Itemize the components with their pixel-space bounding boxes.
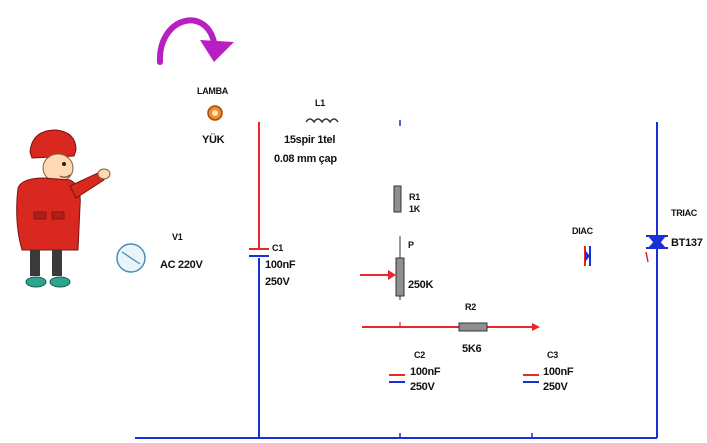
inductor-value2-label: 0.08 mm çap	[274, 153, 337, 165]
c3-value2-label: 250V	[543, 381, 568, 393]
pot-value-label: 250K	[408, 279, 434, 291]
r1-value-label: 1K	[409, 204, 420, 214]
wires	[135, 120, 658, 439]
r1-ref-label: R1	[409, 192, 420, 202]
c3-ref-label: C3	[547, 350, 558, 360]
c1-value2-label: 250V	[265, 276, 290, 288]
r2-resistor-symbol	[458, 322, 488, 332]
c3-capacitor-symbol	[523, 374, 539, 383]
c1-value1-label: 100nF	[265, 259, 296, 271]
lamp-ref-label: LAMBA	[197, 86, 228, 96]
triac-symbol	[645, 235, 668, 263]
inductor-symbol	[305, 118, 339, 124]
c1-ref-label: C1	[272, 243, 283, 253]
r2-value-label: 5K6	[462, 343, 482, 355]
potentiometer-symbol	[360, 236, 405, 300]
pot-ref-label: P	[408, 240, 414, 250]
diac-symbol	[584, 246, 591, 266]
lamp-symbol	[207, 105, 223, 121]
r1-resistor-symbol	[393, 185, 402, 213]
c1-capacitor-symbol	[249, 248, 269, 257]
c3-value1-label: 100nF	[543, 366, 574, 378]
curved-arrow-icon	[156, 17, 234, 65]
lamp-value-label: YÜK	[202, 134, 225, 146]
c2-value2-label: 250V	[410, 381, 435, 393]
source-ref-label: V1	[172, 232, 183, 242]
presenter-character-icon	[16, 129, 111, 288]
c2-capacitor-symbol	[389, 374, 405, 383]
inductor-value1-label: 15spir 1tel	[284, 134, 336, 146]
ac-source-symbol	[116, 243, 146, 273]
triac-ref-label: TRIAC	[671, 208, 697, 218]
c2-value1-label: 100nF	[410, 366, 441, 378]
inductor-ref-label: L1	[315, 98, 325, 108]
triac-value-label: BT137	[671, 237, 703, 249]
c2-ref-label: C2	[414, 350, 425, 360]
source-value-label: AC 220V	[160, 259, 203, 271]
r2-ref-label: R2	[465, 302, 476, 312]
diac-ref-label: DIAC	[572, 226, 593, 236]
